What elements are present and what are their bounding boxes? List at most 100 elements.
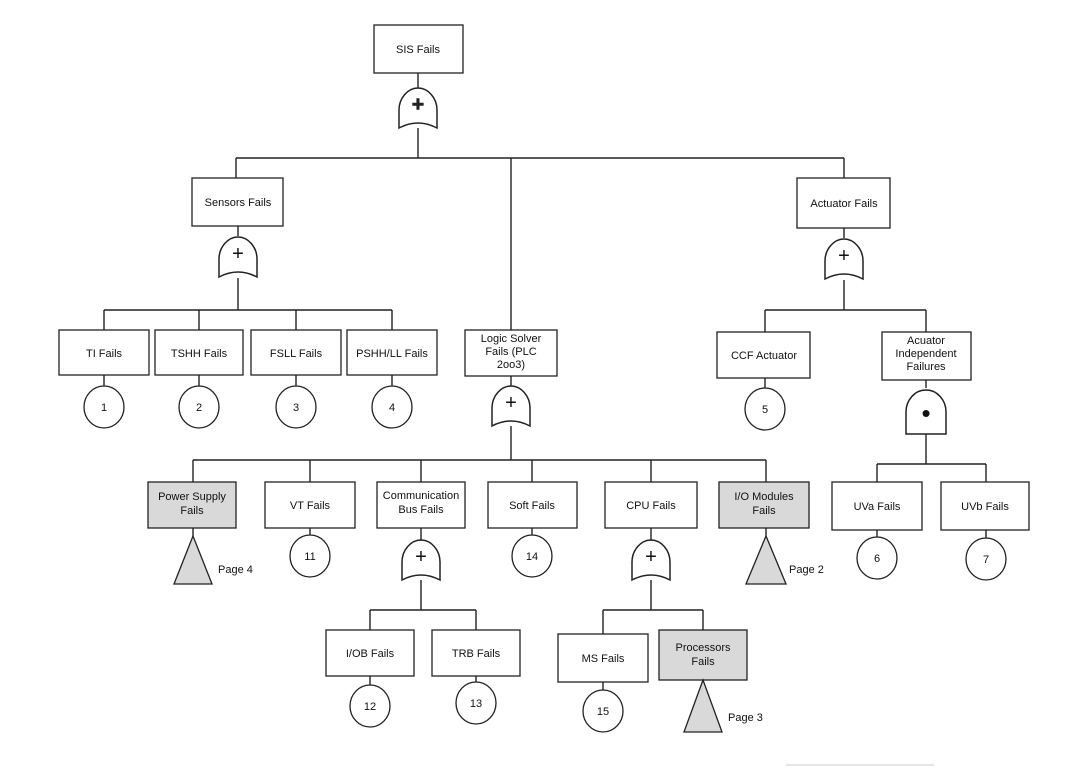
event-trb-fails: TRB Fails [431,629,521,677]
basic-event-5: 5 [744,387,786,431]
basic-event-4: 4 [371,385,413,429]
basic-event-2: 2 [178,385,220,429]
basic-event-15: 15 [582,689,624,733]
event-label-line: 2oo3) [497,359,525,371]
svg-text:FSLL Fails: FSLL Fails [270,348,323,360]
basic-event-number: 12 [364,701,376,713]
svg-text:Fails: Fails [180,505,204,517]
svg-text:Soft Fails: Soft Fails [509,500,555,512]
transfer-page-4: Page 4 [173,534,253,585]
or-gate-actuator: + [824,238,864,281]
event-label: CPU Fails [626,500,676,512]
svg-text:Logic Solver: Logic Solver [481,333,542,345]
svg-text:CCF Actuator: CCF Actuator [731,350,797,362]
svg-text:Failures: Failures [906,361,946,373]
event-communication-bus-fails: Communication Bus Fails [376,481,466,529]
basic-event-13: 13 [455,681,497,725]
event-pshh-fails: PSHH/LL Fails [346,329,438,376]
event-label-line: Communication [383,490,459,502]
event-vt-fails: VT Fails [264,481,356,529]
event-label: I/OB Fails [346,648,395,660]
event-iob-fails: I/OB Fails [325,629,415,677]
basic-event-6: 6 [856,536,898,580]
basic-event-number: 3 [293,402,299,414]
event-uvb-fails: UVb Fails [940,481,1030,531]
and-symbol: • [921,398,930,428]
basic-event-number: 11 [304,551,315,563]
event-label-line: Independent [895,348,956,360]
event-label: Actuator Fails [810,198,878,210]
event-logic-solver-fails: Logic Solver Fails (PLC 2oo3) [464,329,558,377]
basic-event-number: 1 [101,402,107,414]
basic-event-number: 2 [196,402,202,414]
event-label: UVb Fails [961,501,1009,513]
event-acuator-independent-failures: Acuator Independent Failures [881,331,972,381]
svg-text:Sensors Fails: Sensors Fails [205,197,272,209]
svg-text:CPU Fails: CPU Fails [626,500,676,512]
event-label: CCF Actuator [731,350,797,362]
svg-text:I/O Modules: I/O Modules [734,491,794,503]
basic-event-number: 5 [762,404,768,416]
event-label-line: Logic Solver [481,333,542,345]
event-cpu-fails: CPU Fails [604,481,698,529]
and-gate-acuator: • [905,389,947,435]
svg-text:Bus Fails: Bus Fails [398,504,444,516]
or-gate-logic: + [491,385,531,428]
svg-text:Communication: Communication [383,490,459,502]
event-label: SIS Fails [396,44,441,56]
basic-event-number: 13 [470,698,482,710]
or-symbol: + [838,245,850,267]
event-actuator-fails: Actuator Fails [796,177,891,229]
event-ms-fails: MS Fails [557,633,649,683]
event-label-line: Processors [675,642,731,654]
basic-event-number: 15 [597,706,609,718]
event-io-modules-fails: I/O Modules Fails [718,481,810,529]
event-processors-fails: Processors Fails [658,629,748,681]
transfer-label: Page 3 [728,712,763,724]
event-sensors-fails: Sensors Fails [191,177,284,227]
svg-text:Processors: Processors [675,642,731,654]
event-label-line: Power Supply [158,491,226,503]
transfer-page-3: Page 3 [683,678,763,733]
or-gate-sensors: + [218,236,258,279]
event-sis-fails: SIS Fails [373,24,464,74]
event-label-line: Failures [906,361,946,373]
or-symbol: + [232,243,244,265]
event-label-line: Fails [752,505,776,517]
or-symbol: + [645,546,657,568]
event-tshh-fails: TSHH Fails [154,329,244,376]
svg-text:TSHH Fails: TSHH Fails [171,348,228,360]
event-label: TSHH Fails [171,348,228,360]
event-ccf-actuator: CCF Actuator [716,331,811,379]
event-label: UVa Fails [854,501,901,513]
svg-text:Acuator: Acuator [907,335,945,347]
svg-text:VT Fails: VT Fails [290,500,331,512]
or-gate-sis: + [398,87,438,130]
event-label-line: Fails [691,656,715,668]
basic-event-14: 14 [511,534,553,578]
event-label: TI Fails [86,348,123,360]
event-label-line: I/O Modules [734,491,794,503]
event-soft-fails: Soft Fails [487,481,578,529]
svg-text:UVa Fails: UVa Fails [854,501,901,513]
event-label-line: Bus Fails [398,504,444,516]
svg-text:Actuator Fails: Actuator Fails [810,198,878,210]
transfer-page-2: Page 2 [745,534,824,585]
event-label-line: Fails [180,505,204,517]
or-symbol: + [412,94,424,116]
or-symbol: + [505,392,517,414]
basic-event-11: 11 [289,534,331,578]
basic-event-number: 14 [526,551,538,563]
event-label: TRB Fails [452,648,501,660]
event-label-line: Acuator [907,335,945,347]
svg-text:Power Supply: Power Supply [158,491,226,503]
transfer-label: Page 4 [218,564,253,576]
svg-text:MS Fails: MS Fails [582,653,625,665]
transfer-label: Page 2 [789,564,824,576]
svg-text:Fails: Fails [691,656,715,668]
or-symbol: + [415,546,427,568]
svg-text:PSHH/LL Fails: PSHH/LL Fails [356,348,428,360]
connector-lines [103,73,987,690]
svg-text:TRB Fails: TRB Fails [452,648,501,660]
